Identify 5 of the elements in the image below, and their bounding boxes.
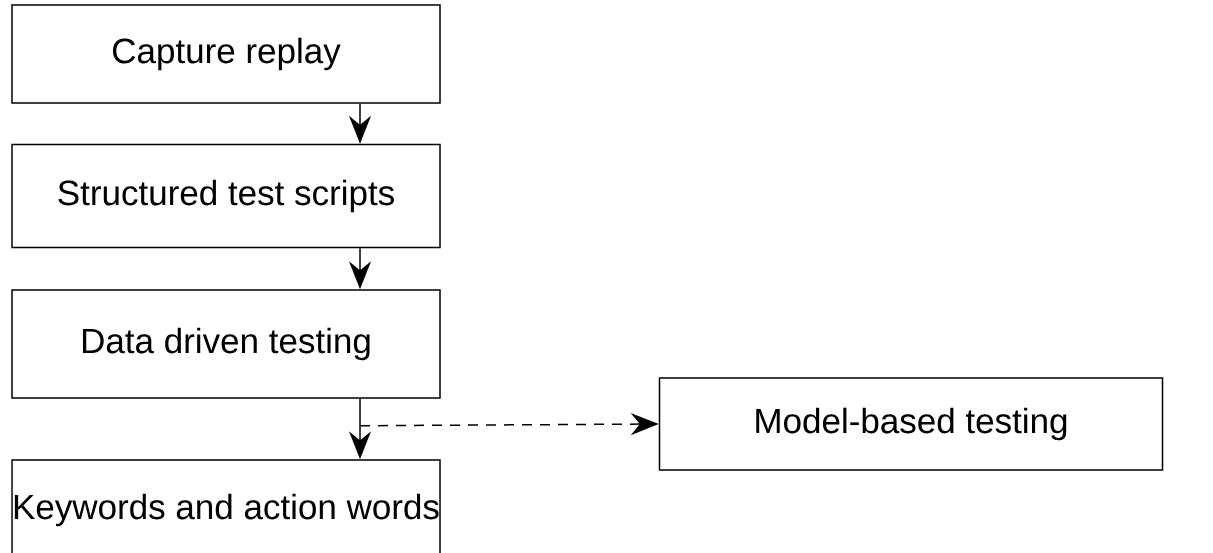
process-box: Model-based testing: [658, 377, 1164, 471]
process-box: Capture replay: [11, 4, 441, 104]
process-box: Structured test scripts: [11, 143, 441, 249]
process-box: Keywords and action words: [11, 459, 441, 553]
process-box: Data driven testing: [11, 289, 441, 399]
